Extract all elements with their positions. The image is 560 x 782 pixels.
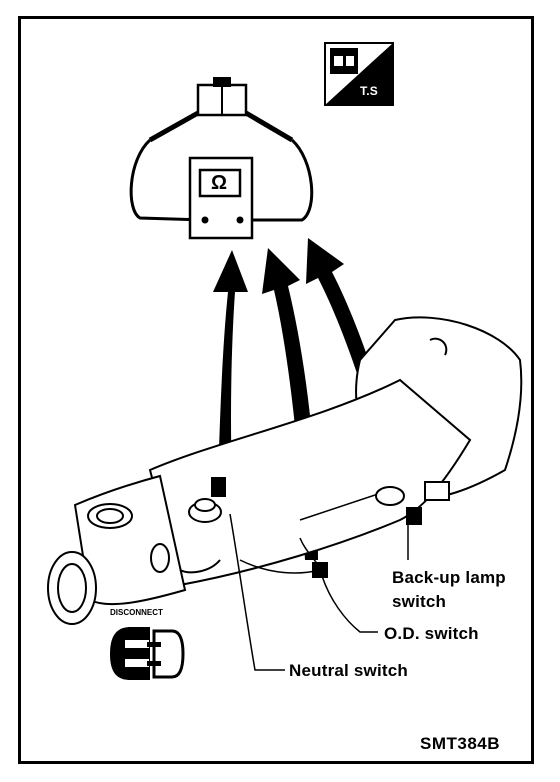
figure-code: SMT384B [420, 734, 501, 753]
transmission [47, 316, 523, 625]
backup-lamp-switch-label-line2: switch [392, 592, 447, 611]
ohm-symbol: Ω [211, 172, 228, 194]
troubleshooting-badge [324, 42, 394, 106]
disconnect-label: DISCONNECT [110, 608, 163, 617]
ohmmeter [129, 77, 314, 240]
troubleshooting-badge-label: T.S [360, 84, 378, 98]
backup-lamp-switch-label-line1: Back-up lamp [392, 568, 506, 587]
neutral-switch-label: Neutral switch [289, 661, 408, 680]
leader-lines [229, 513, 409, 671]
od-switch-label: O.D. switch [384, 624, 479, 643]
disconnect-connector-icon [110, 627, 185, 680]
